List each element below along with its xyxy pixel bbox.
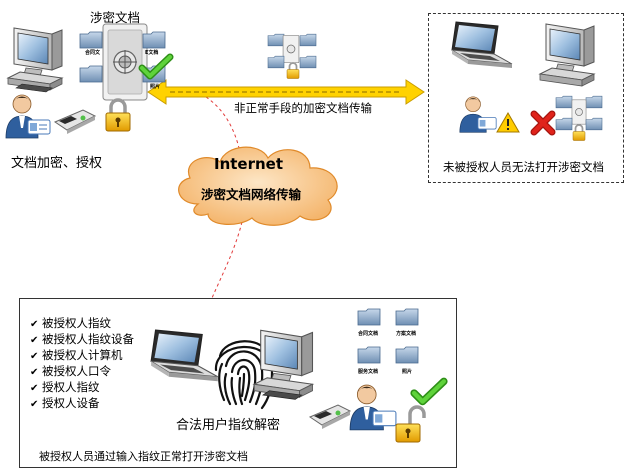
lock-icon bbox=[286, 62, 300, 79]
desktop-computer-icon bbox=[538, 23, 596, 87]
user-avatar-icon bbox=[459, 96, 497, 133]
folder-icon bbox=[555, 95, 573, 109]
folder-label-photo: 照片 bbox=[402, 369, 413, 375]
folder-label-service: 服务文档 bbox=[358, 369, 379, 375]
double-arrow-icon bbox=[147, 79, 425, 105]
folder-label-plan: 方案文档 bbox=[396, 331, 417, 337]
folder-icon bbox=[585, 95, 603, 109]
lock-icon bbox=[105, 98, 131, 132]
list-item: ✔被授权人计算机 bbox=[30, 348, 123, 362]
internet-label: Internet bbox=[214, 155, 284, 173]
check-icon bbox=[410, 377, 448, 406]
encrypt-authorize-label: 文档加密、授权 bbox=[11, 156, 103, 171]
authorization-factor-list: ✔被授权人指纹 ✔被授权人指纹设备 ✔被授权人计算机 ✔被授权人口令 ✔授权人指… bbox=[30, 316, 134, 412]
folder-icon bbox=[585, 117, 603, 131]
user-avatar-icon bbox=[349, 384, 397, 431]
check-mark-icon: ✔ bbox=[30, 383, 39, 394]
laptop-icon bbox=[451, 21, 513, 68]
user-avatar-icon bbox=[5, 94, 51, 139]
authorized-box bbox=[19, 298, 457, 468]
folder-icon bbox=[267, 33, 285, 47]
warning-icon bbox=[496, 112, 520, 133]
safe-vault-icon bbox=[571, 99, 587, 125]
check-mark-icon: ✔ bbox=[30, 319, 39, 330]
folder-icon bbox=[395, 346, 419, 364]
folder-icon bbox=[299, 55, 317, 69]
list-item: ✔授权人指纹 bbox=[30, 380, 100, 394]
authorized-open-label: 被授权人员通过输入指纹正常打开涉密文档 bbox=[39, 450, 248, 463]
abnormal-transfer-label: 非正常手段的加密文档传输 bbox=[234, 101, 372, 115]
laptop-icon bbox=[150, 329, 219, 382]
folder-label-doc: E文档 bbox=[145, 50, 159, 56]
desktop-computer-icon bbox=[252, 329, 315, 400]
check-icon bbox=[138, 53, 174, 80]
secret-docs-label: 涉密文档 bbox=[90, 10, 141, 25]
unauthorized-label: 未被授权人员无法打开涉密文档 bbox=[443, 160, 604, 174]
folder-icon bbox=[395, 308, 419, 326]
folder-icon bbox=[299, 33, 317, 47]
folder-label-photo: 照片 bbox=[150, 84, 161, 90]
list-item: ✔授权人设备 bbox=[30, 396, 100, 410]
safe-vault-icon bbox=[102, 23, 148, 101]
fingerprint-scanner-icon bbox=[53, 109, 97, 134]
cross-icon bbox=[530, 110, 556, 136]
folder-icon bbox=[357, 346, 381, 364]
internet-cloud-icon bbox=[178, 146, 338, 226]
folder-icon bbox=[79, 65, 103, 83]
folder-icon bbox=[79, 31, 103, 49]
folder-icon bbox=[267, 55, 285, 69]
folder-icon bbox=[555, 117, 573, 131]
folder-icon bbox=[357, 308, 381, 326]
unlocked-lock-icon bbox=[395, 405, 426, 443]
list-item: ✔被授权人指纹设备 bbox=[30, 332, 134, 346]
check-mark-icon: ✔ bbox=[30, 367, 39, 378]
unauthorized-box bbox=[428, 13, 624, 183]
list-item: ✔被授权人指纹 bbox=[30, 316, 111, 330]
desktop-computer-icon bbox=[6, 27, 64, 93]
check-mark-icon: ✔ bbox=[30, 399, 39, 410]
network-transfer-label: 涉密文档网络传输 bbox=[201, 187, 302, 202]
safe-vault-icon bbox=[282, 34, 300, 64]
folder-label-contract: 合同文档 bbox=[358, 331, 379, 337]
list-item: ✔被授权人口令 bbox=[30, 364, 111, 378]
folder-icon bbox=[142, 31, 166, 49]
check-mark-icon: ✔ bbox=[30, 335, 39, 346]
legit-decrypt-label: 合法用户指纹解密 bbox=[176, 418, 281, 433]
lock-icon bbox=[572, 124, 586, 141]
folder-label-contract: 合同文 bbox=[85, 50, 101, 56]
check-mark-icon: ✔ bbox=[30, 351, 39, 362]
fingerprint-scanner-icon bbox=[308, 404, 352, 429]
